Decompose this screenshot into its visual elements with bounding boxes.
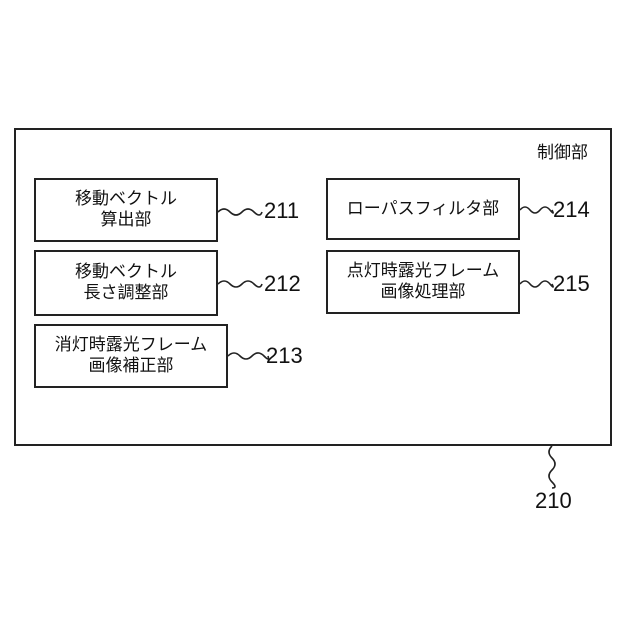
- ref-210: 210: [535, 488, 572, 514]
- ref-213: 213: [266, 343, 303, 369]
- ref-214: 214: [553, 197, 590, 223]
- leader-212: [218, 281, 262, 287]
- ref-215: 215: [553, 271, 590, 297]
- leader-211: [218, 209, 262, 215]
- leader-210: [549, 446, 555, 488]
- leader-213: [228, 353, 269, 359]
- ref-211: 211: [264, 198, 299, 224]
- leader-214: [520, 207, 553, 213]
- leader-215: [520, 281, 553, 287]
- ref-212: 212: [264, 271, 301, 297]
